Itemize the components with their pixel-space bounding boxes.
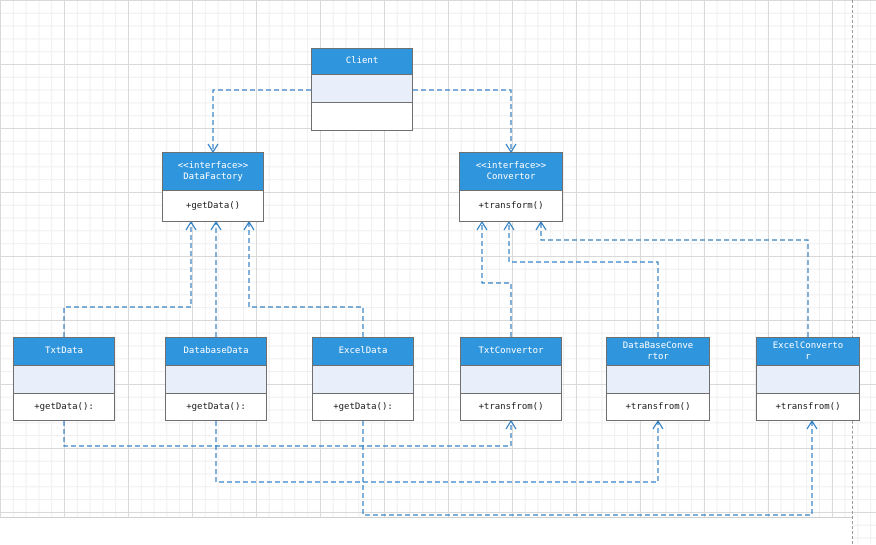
arrowhead-convertor-3 [535,220,547,231]
class-txt-data-operation: +getData(): [34,402,94,412]
class-convertor-title: <<interface>> Convertor [460,153,562,191]
class-excel-convertor-operation: +transfrom() [775,402,841,412]
class-database-data-title: DatabaseData [166,338,266,366]
realization-exceldata-datafactory[interactable] [248,222,364,337]
arrowhead-datafactory-3 [243,220,255,231]
class-database-data-operation: +getData(): [186,402,246,412]
class-database-convertor-name-line2: rtor [647,351,669,362]
class-excel-convertor-attributes [757,366,859,394]
class-excel-convertor-name-line2: r [805,351,811,362]
class-txt-data[interactable]: TxtData +getData(): [13,337,115,421]
class-data-factory-stereotype: <<interface>> [177,160,249,171]
realization-txtdata-datafactory[interactable] [63,222,192,337]
class-convertor-name: Convertor [486,171,536,182]
class-excel-convertor[interactable]: ExcelConverto r +transfrom() [756,337,860,421]
class-database-convertor-attributes [607,366,709,394]
arrowhead-convertor-2 [503,220,515,231]
class-database-convertor[interactable]: DataBaseConve rtor +transfrom() [606,337,710,421]
class-client-operations [312,103,412,130]
arrowhead-convertor-1 [476,220,488,231]
class-database-convertor-operations: +transfrom() [607,394,709,420]
class-excel-convertor-title: ExcelConverto r [757,338,859,366]
dependency-databasedata-databaseconvertor[interactable] [215,421,659,483]
class-txt-convertor-attributes [461,366,561,394]
class-excel-data-operations: +getData(): [313,394,413,420]
class-data-factory-operation: +getData() [185,201,241,211]
class-client-attributes [312,75,412,103]
class-excel-data-name: ExcelData [338,346,388,356]
realization-excelconvertor-convertor[interactable] [540,222,809,337]
class-txt-convertor-title: TxtConvertor [461,338,561,366]
class-data-factory-operations: +getData() [163,191,263,221]
class-convertor[interactable]: <<interface>> Convertor +transform() [459,152,563,222]
dependency-client-convertor[interactable] [413,89,512,152]
arrowhead-datafactory-1 [185,220,197,231]
class-txt-data-name: TxtData [45,346,83,356]
class-txt-data-attributes [14,366,114,394]
realization-databaseconvertor-convertor[interactable] [508,222,659,337]
realization-txtconvertor-convertor[interactable] [481,222,512,337]
class-database-data-name: DatabaseData [183,346,249,356]
class-database-convertor-operation: +transfrom() [625,402,691,412]
class-txt-convertor-operation: +transfrom() [478,402,544,412]
class-excel-convertor-operations: +transfrom() [757,394,859,420]
class-excel-data[interactable]: ExcelData +getData(): [312,337,414,421]
class-txt-convertor-name: TxtConvertor [478,346,544,356]
class-convertor-operation: +transform() [478,201,544,211]
class-txt-data-title: TxtData [14,338,114,366]
dependency-txtdata-txtconvertor[interactable] [63,421,512,447]
class-txt-convertor-operations: +transfrom() [461,394,561,420]
class-data-factory-title: <<interface>> DataFactory [163,153,263,191]
class-excel-data-attributes [313,366,413,394]
class-excel-convertor-name-line1: ExcelConverto [772,340,844,351]
class-convertor-operations: +transform() [460,191,562,221]
class-client-title: Client [312,49,412,75]
class-client-name: Client [345,56,379,66]
class-excel-data-operation: +getData(): [333,402,393,412]
class-database-convertor-title: DataBaseConve rtor [607,338,709,366]
class-data-factory[interactable]: <<interface>> DataFactory +getData() [162,152,264,222]
class-convertor-stereotype: <<interface>> [475,160,547,171]
class-database-data-operations: +getData(): [166,394,266,420]
arrowhead-excelconvertor-bottom [806,419,818,430]
arrowhead-datafactory-2 [210,220,222,231]
class-client[interactable]: Client [311,48,413,131]
dependency-exceldata-excelconvertor[interactable] [362,421,813,516]
class-database-data[interactable]: DatabaseData +getData(): [165,337,267,421]
class-data-factory-name: DataFactory [183,171,243,182]
class-txt-convertor[interactable]: TxtConvertor +transfrom() [460,337,562,421]
page-boundary-vertical [852,0,853,544]
class-database-data-attributes [166,366,266,394]
dependency-client-datafactory[interactable] [212,89,311,152]
arrowhead-txtconvertor-bottom [505,419,517,430]
class-database-convertor-name-line1: DataBaseConve [622,340,694,351]
page-boundary-horizontal [0,517,852,545]
class-txt-data-operations: +getData(): [14,394,114,420]
class-excel-data-title: ExcelData [313,338,413,366]
arrowhead-databaseconvertor-bottom [652,419,664,430]
